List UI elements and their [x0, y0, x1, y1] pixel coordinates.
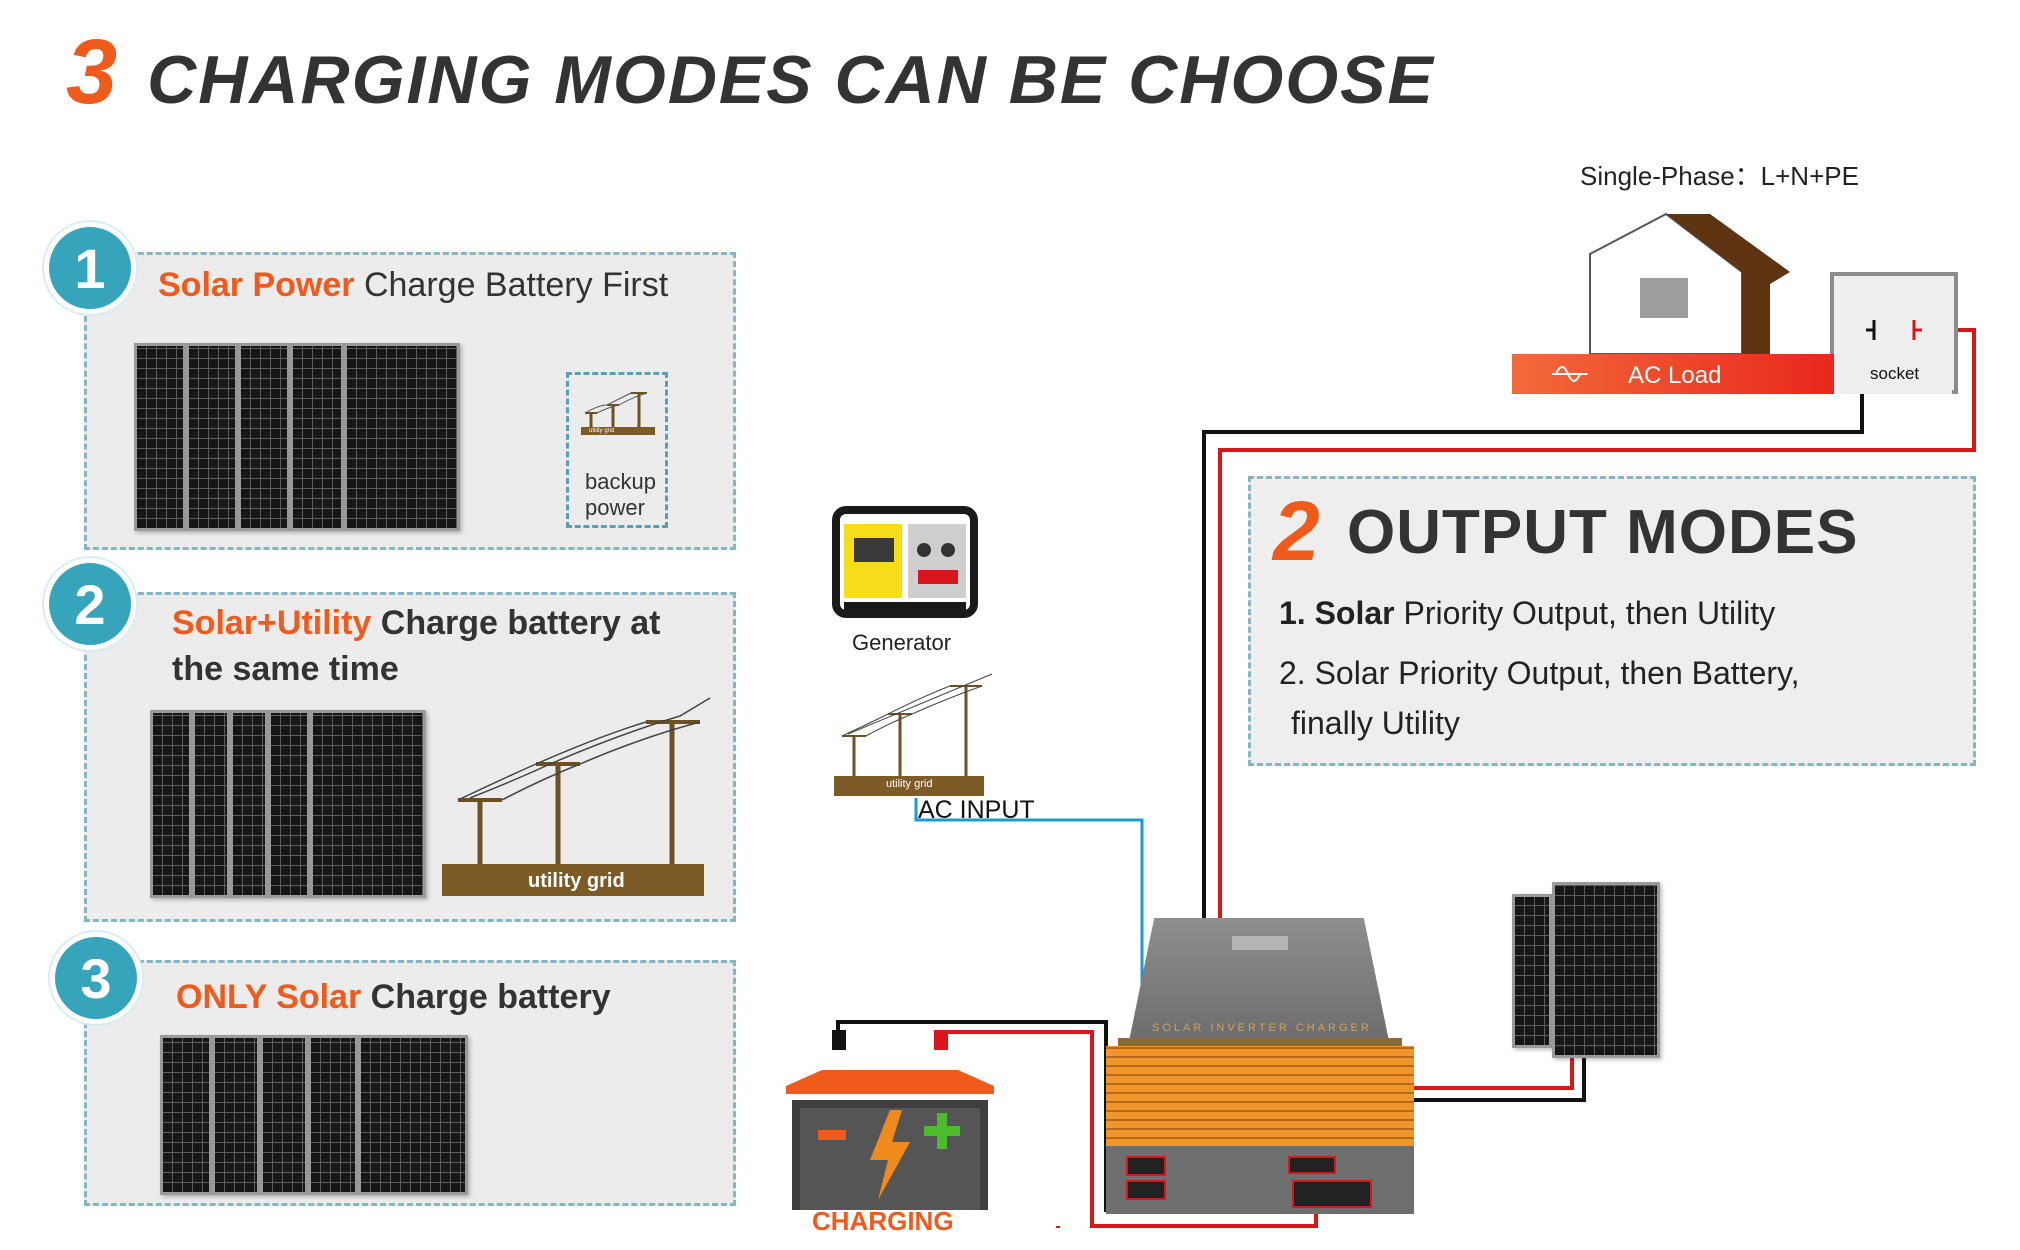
output-modes-title: OUTPUT MODES [1347, 498, 1859, 567]
solar-panel-icon [192, 710, 230, 898]
mode-2-number: 2 [44, 558, 136, 650]
solar-panel-icon [212, 1035, 260, 1195]
ac-input-label: AC INPUT [918, 796, 1035, 824]
output-modes-number: 2 [1273, 484, 1320, 578]
mode-3-label: ONLY Solar Charge battery [176, 974, 611, 1020]
backup-label-line1: backup [585, 469, 656, 494]
house-icon [1589, 212, 1958, 394]
solar-panel-icon [1552, 882, 1660, 1058]
solar-panel-icon [310, 710, 426, 898]
ac-load-label: AC Load [1628, 362, 1722, 389]
mode-3-text: Charge battery [361, 978, 611, 1016]
generator-icon [832, 506, 978, 618]
ac-load-bar: AC Load [1512, 354, 1834, 394]
mode-1-label: Solar Power Charge Battery First [158, 262, 668, 308]
battery-icon [786, 1030, 994, 1210]
socket-icon [1866, 320, 1922, 340]
mode-1-highlight: Solar Power [158, 266, 355, 304]
solar-panel-icon [260, 1035, 308, 1195]
generator-label: Generator [852, 630, 952, 655]
socket-label: socket [1870, 364, 1920, 383]
power-pole-icon [581, 392, 655, 435]
small-grid-label: utility grid [886, 778, 933, 790]
backup-label-line2: power [585, 495, 645, 520]
backup-grid-tag: utility grid [589, 428, 615, 434]
title-text: CHARGING MODES CAN BE CHOOSE [147, 42, 1435, 118]
single-phase-label: Single-Phase：L+N+PE [1580, 161, 1859, 191]
solar-panel-icon [268, 710, 310, 898]
mode-2-highlight: Solar+Utility [172, 604, 372, 642]
mode-3-number: 3 [50, 932, 142, 1024]
utility-grid-label: utility grid [528, 870, 625, 892]
solar-panel-icon [308, 1035, 358, 1195]
ac-wave-icon [1552, 366, 1588, 382]
solar-panel-icon [344, 343, 460, 531]
output-mode-1-bold: Solar [1314, 595, 1395, 631]
socket-strip [1834, 354, 1952, 394]
solar-panel-icon [1512, 894, 1552, 1048]
mode-2-text-line2: the same time [172, 650, 399, 688]
output-mode-2: 2. Solar Priority Output, then Battery, [1279, 655, 1800, 691]
output-mode-1: 1. Solar Priority Output, then Utility [1279, 595, 1775, 632]
backup-power-box: utility grid backup power [566, 372, 668, 528]
output-modes-box: 2 OUTPUT MODES 1. Solar Priority Output,… [1248, 476, 1976, 766]
output-mode-1-prefix: 1. [1279, 595, 1306, 631]
output-mode-2-line2: finally Utility [1291, 705, 1460, 741]
solar-panel-icon [358, 1035, 468, 1195]
solar-panel-icon [238, 343, 290, 531]
mode-1-number: 1 [44, 222, 136, 314]
inverter-label: SOLAR INVERTER CHARGER [1152, 1022, 1372, 1034]
solar-panel-icon [290, 343, 344, 531]
output-mode-1-rest: Priority Output, then Utility [1394, 595, 1776, 631]
solar-panel-icon [230, 710, 268, 898]
mode-3-highlight: ONLY Solar [176, 978, 362, 1016]
small-grid-icon [834, 673, 993, 796]
utility-grid-icon [442, 697, 711, 896]
mode-2-text: Charge battery at [371, 604, 661, 642]
solar-panel-icon [160, 1035, 212, 1195]
solar-panel-icon [186, 343, 238, 531]
solar-panel-icon [150, 710, 192, 898]
inverter-icon: SOLAR INVERTER CHARGER [1082, 918, 1436, 1214]
solar-panel-icon [134, 343, 186, 531]
charging-label: CHARGING [812, 1206, 954, 1236]
title-number: 3 [66, 21, 118, 123]
page-title: 3 CHARGING MODES CAN BE CHOOSE [66, 20, 1435, 123]
mode-1-text: Charge Battery First [354, 266, 669, 304]
mode-2-label: Solar+Utility Charge battery at the same… [172, 600, 660, 692]
